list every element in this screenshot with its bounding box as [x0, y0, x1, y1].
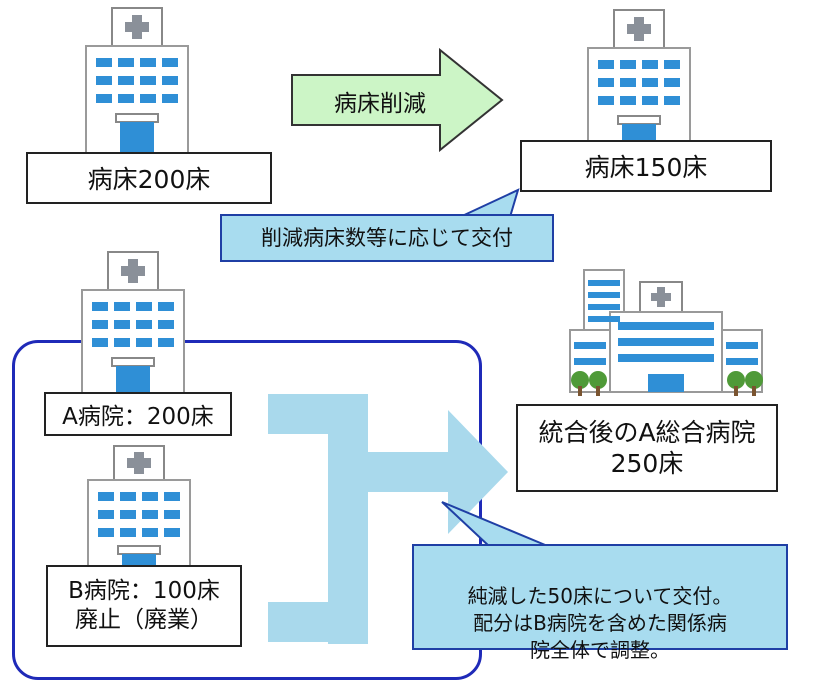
- top-callout: 削減病床数等に応じて交付: [220, 214, 554, 262]
- bottom-callout: 純減した50床について交付。 配分はB病院を含めた関係病 院全体で調整。: [412, 544, 788, 662]
- hospital-a-label: A病院：200床: [44, 392, 232, 436]
- reduction-arrow-label: 病床削減: [334, 91, 426, 117]
- hospital-icon-after: [582, 8, 696, 158]
- hospital-a-text: A病院：200床: [62, 404, 214, 430]
- hospital-icon-b: [82, 444, 196, 570]
- hospital-b-text: B病院：100床 廃止（廃業）: [68, 578, 220, 633]
- top-callout-text: 削減病床数等に応じて交付: [261, 226, 513, 250]
- merge-arrow: [268, 370, 510, 656]
- reduction-arrow: 病床削減: [290, 47, 505, 156]
- hospital-b-label: B病院：100床 廃止（廃業）: [46, 565, 242, 647]
- after-bed-count-text: 病床150床: [584, 153, 708, 182]
- hospital-icon-a: [76, 250, 190, 400]
- before-bed-count-label: 病床200床: [26, 152, 272, 204]
- before-bed-count-text: 病床200床: [87, 165, 211, 194]
- hospital-icon-before: [80, 6, 194, 156]
- merged-hospital-text: 統合後のA総合病院 250床: [538, 417, 756, 478]
- merged-hospital-label: 統合後のA総合病院 250床: [516, 404, 778, 492]
- large-hospital-icon: [566, 262, 772, 402]
- after-bed-count-label: 病床150床: [520, 140, 772, 192]
